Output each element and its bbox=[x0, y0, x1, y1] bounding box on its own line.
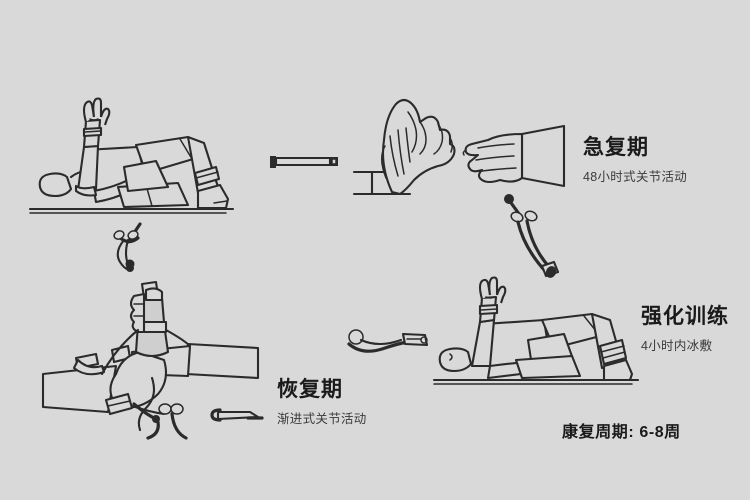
upper-arm-2 bbox=[470, 318, 496, 368]
knot-loop-a bbox=[158, 403, 172, 415]
small-hook-instrument bbox=[210, 405, 268, 429]
forearm-sleeve bbox=[520, 124, 566, 188]
thigh-crease bbox=[179, 138, 193, 160]
tube-knot-svg bbox=[132, 402, 188, 440]
finger-middle bbox=[92, 97, 103, 118]
label-recovery-phase-title: 恢复期 bbox=[277, 378, 343, 401]
label-recovery-phase: 恢复期 渐进式关节活动 bbox=[277, 378, 367, 427]
foot-2 bbox=[602, 358, 634, 382]
finger-line-1 bbox=[407, 111, 418, 153]
finger-middle-2 bbox=[488, 276, 499, 296]
ink-dot-right bbox=[543, 264, 559, 280]
counter-surface bbox=[41, 364, 118, 414]
hand-gripping-edge bbox=[352, 96, 482, 206]
finger-line-3 bbox=[433, 123, 444, 155]
bandage-line-2 bbox=[480, 308, 498, 311]
probe-shaft-upper bbox=[359, 338, 403, 346]
finger-index bbox=[82, 100, 96, 123]
footer-rehab-cycle: 康复周期: 6-8周 bbox=[562, 424, 681, 441]
tendon-1 bbox=[389, 135, 399, 177]
cuff-line bbox=[107, 400, 131, 407]
person-lying-knee-bend bbox=[28, 95, 258, 225]
ankle-band-line-2b bbox=[602, 351, 626, 359]
thumb-over-top bbox=[144, 287, 164, 302]
knot-tail-down-a bbox=[146, 420, 160, 440]
hook-curve bbox=[210, 408, 222, 422]
knuckle-line-2 bbox=[485, 296, 495, 299]
hand-grasp bbox=[74, 184, 98, 197]
fist-fold-1 bbox=[477, 143, 515, 149]
thumb-tip bbox=[462, 149, 467, 156]
fist-fold-2 bbox=[475, 155, 515, 161]
strap-left bbox=[100, 328, 140, 376]
label-acute-phase-title: 急复期 bbox=[583, 136, 649, 159]
forceps-ring-b bbox=[127, 230, 139, 240]
ankle-band-line-2a bbox=[600, 345, 625, 353]
tubing-main bbox=[137, 376, 156, 432]
finger-line-2 bbox=[419, 121, 427, 155]
finger-line-4 bbox=[449, 137, 454, 153]
ankle-band-line bbox=[195, 171, 219, 179]
upper-arm bbox=[76, 144, 100, 192]
tendon-3 bbox=[405, 127, 411, 163]
tubing-knot bbox=[132, 398, 202, 444]
knuckle-line bbox=[89, 118, 99, 121]
foot-line bbox=[213, 200, 228, 204]
hand-outline bbox=[381, 98, 456, 196]
arm-holding-spray-bottle bbox=[28, 274, 268, 449]
label-acute-phase: 急复期 48小时式关节活动 bbox=[583, 136, 687, 185]
knot-loop-b bbox=[170, 403, 184, 415]
thumb-edge bbox=[381, 145, 387, 179]
lower-leg-flat-2 bbox=[514, 354, 582, 380]
probe-tip-ring bbox=[420, 336, 428, 344]
probe-shaft-lower bbox=[347, 340, 409, 353]
bar-shaft bbox=[274, 156, 332, 167]
person-lying-knee-bend-2 bbox=[432, 276, 652, 402]
probe-ring bbox=[348, 329, 364, 345]
fist-fold-3 bbox=[481, 167, 517, 172]
tendon-2 bbox=[397, 129, 405, 175]
straight-bar-instrument bbox=[268, 152, 340, 172]
thumb-2 bbox=[495, 285, 507, 304]
label-recovery-phase-subtitle: 渐进式关节活动 bbox=[277, 412, 367, 427]
dot-shape bbox=[125, 259, 135, 269]
ink-dot-upper bbox=[124, 258, 136, 270]
label-strength-phase: 强化训练 4小时内冰敷 bbox=[641, 305, 729, 354]
thumb bbox=[99, 107, 111, 126]
dot-left-svg bbox=[125, 259, 135, 269]
bottle-arm-svg bbox=[41, 280, 260, 432]
forceps-ring-2 bbox=[524, 210, 538, 222]
bar-tool-svg bbox=[270, 156, 338, 168]
finger-index-2 bbox=[478, 278, 492, 300]
dot-right-shape bbox=[545, 266, 557, 278]
curved-probe-svg bbox=[347, 329, 429, 353]
bar-left-cap bbox=[270, 156, 276, 168]
hand-table-svg bbox=[352, 98, 456, 196]
supine-figure-right-svg bbox=[432, 276, 640, 385]
fist-with-forearm bbox=[460, 124, 570, 192]
supine-figure-left-svg bbox=[28, 97, 235, 214]
label-acute-phase-subtitle: 48小时式关节活动 bbox=[583, 170, 688, 185]
knot-tail-down-b bbox=[170, 412, 188, 440]
sleeve-right bbox=[184, 342, 260, 380]
grip-fingers bbox=[129, 292, 146, 334]
ankle-band bbox=[193, 165, 221, 187]
face-detail bbox=[449, 353, 453, 361]
head-2 bbox=[438, 347, 473, 373]
forceps-ring-1 bbox=[510, 211, 524, 223]
fist-forearm-svg bbox=[462, 124, 566, 188]
label-strength-phase-title: 强化训练 bbox=[641, 305, 729, 328]
label-strength-phase-subtitle: 4小时内冰敷 bbox=[641, 339, 713, 354]
hook-svg bbox=[210, 408, 264, 422]
hip-shorts bbox=[122, 159, 170, 193]
strap-right bbox=[164, 328, 192, 348]
head bbox=[38, 172, 73, 198]
knot-tail-left bbox=[132, 402, 156, 420]
bar-right-inner bbox=[331, 158, 337, 165]
forceps-limb-a bbox=[516, 220, 548, 274]
curved-probe-instrument bbox=[345, 322, 437, 364]
dot-right-svg bbox=[545, 266, 557, 278]
bandage-line bbox=[84, 130, 102, 133]
forceps-ring-a bbox=[113, 230, 125, 240]
